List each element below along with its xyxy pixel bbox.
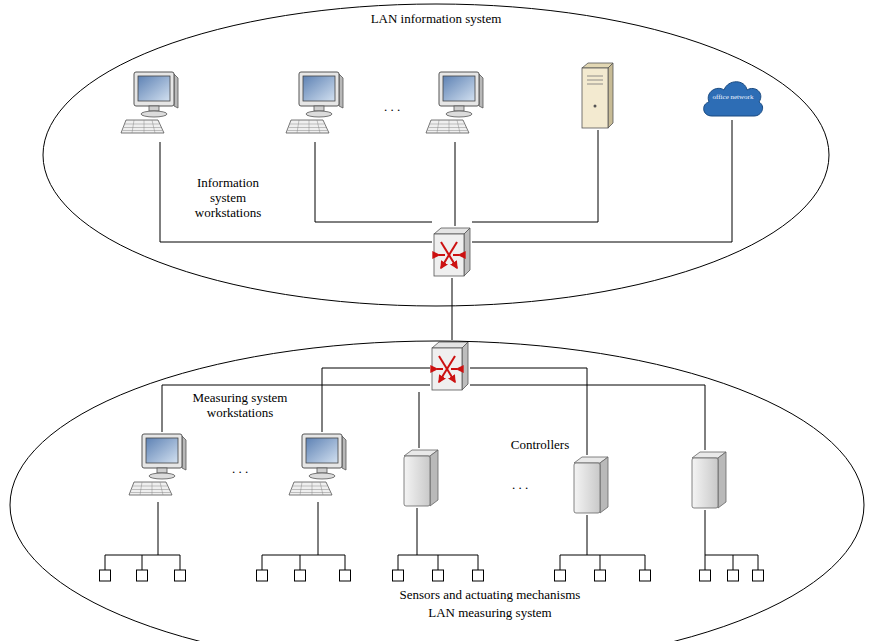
sensor-box: [295, 570, 306, 581]
sensor-wire: [600, 555, 601, 570]
group-label: Controllers: [509, 438, 572, 453]
sensor-box: [595, 570, 606, 581]
sensor-wire: [645, 555, 646, 570]
sensor-wire: [262, 555, 263, 570]
network-wire: [419, 392, 420, 448]
network-wire: [452, 278, 453, 340]
network-wire: [470, 385, 705, 450]
sensor-wire: [705, 510, 706, 555]
sensor-bus: [700, 510, 764, 581]
group-label: Measuring system workstations: [191, 391, 290, 421]
sensor-buses: [100, 502, 764, 581]
group-label: Sensors and actuating mechanisms: [398, 588, 583, 603]
network-wire: [322, 368, 430, 432]
workstation-icon: [289, 434, 346, 495]
sensor-wire: [180, 555, 181, 570]
sensor-wire: [417, 508, 418, 555]
sensor-box: [137, 570, 148, 581]
sensor-box: [175, 570, 186, 581]
sensor-box: [393, 570, 404, 581]
ellipse-outline: [10, 341, 864, 641]
sensor-box: [640, 570, 651, 581]
workstation-icon: [121, 72, 178, 133]
sensor-wire: [705, 555, 758, 556]
sensor-wire: [587, 515, 588, 555]
sensor-wire: [560, 555, 561, 570]
sensor-bus: [100, 502, 186, 581]
sensor-box: [100, 570, 111, 581]
sensor-bus: [393, 508, 484, 581]
controller-icon: [692, 452, 726, 508]
server-icon: [582, 63, 613, 128]
group-label: Information system workstations: [179, 176, 278, 221]
sensor-wire: [318, 502, 319, 555]
workstation-icon: [129, 434, 186, 495]
sensor-wire: [478, 555, 479, 570]
sensor-box: [433, 570, 444, 581]
sensor-wire: [158, 502, 159, 555]
ellipse-outline: [43, 4, 829, 306]
controller-icon: [574, 457, 608, 513]
sensor-wire: [705, 555, 706, 570]
sensor-wire: [438, 555, 439, 570]
network-region: LAN information system office network: [42, 3, 830, 307]
sensor-wire: [142, 555, 143, 570]
sensor-wire: [105, 555, 106, 570]
sensor-bus: [555, 515, 651, 581]
network-wire: [162, 385, 430, 432]
network-cloud: office network: [700, 75, 765, 120]
sensor-bus: [257, 502, 351, 581]
sensor-wire: [733, 555, 734, 570]
cloud-outline: [704, 82, 763, 116]
sensor-box: [753, 570, 764, 581]
sensor-box: [473, 570, 484, 581]
ellipsis-dots: . . .: [510, 478, 530, 493]
network-wire: [160, 142, 432, 242]
network-wire: [470, 368, 587, 455]
sensor-box: [257, 570, 268, 581]
network-wire: [472, 120, 732, 242]
sensor-wire: [758, 555, 759, 570]
region-title: LAN measuring system: [428, 606, 551, 621]
ellipsis-dots: . . .: [230, 462, 250, 477]
workstation-icon: [426, 72, 483, 133]
switch-icon: [432, 342, 468, 390]
sensor-box: [340, 570, 351, 581]
network-wire: [472, 130, 598, 222]
sensor-wire: [560, 555, 645, 556]
cloud-label: office network: [713, 93, 754, 101]
controller-icon: [404, 450, 438, 506]
ellipse-outline: [42, 3, 830, 307]
sensor-wire: [345, 555, 346, 570]
workstation-icon: [286, 72, 343, 133]
sensor-wire: [300, 555, 301, 570]
region-title: LAN information system: [371, 12, 502, 27]
sensor-box: [700, 570, 711, 581]
sensor-wire: [398, 555, 399, 570]
network-wire: [315, 142, 432, 222]
network-wire: [455, 142, 456, 226]
sensor-wire: [262, 555, 345, 556]
sensor-box: [555, 570, 566, 581]
switch-icon: [434, 228, 470, 276]
sensor-box: [728, 570, 739, 581]
ellipsis-dots: . . .: [382, 100, 402, 115]
